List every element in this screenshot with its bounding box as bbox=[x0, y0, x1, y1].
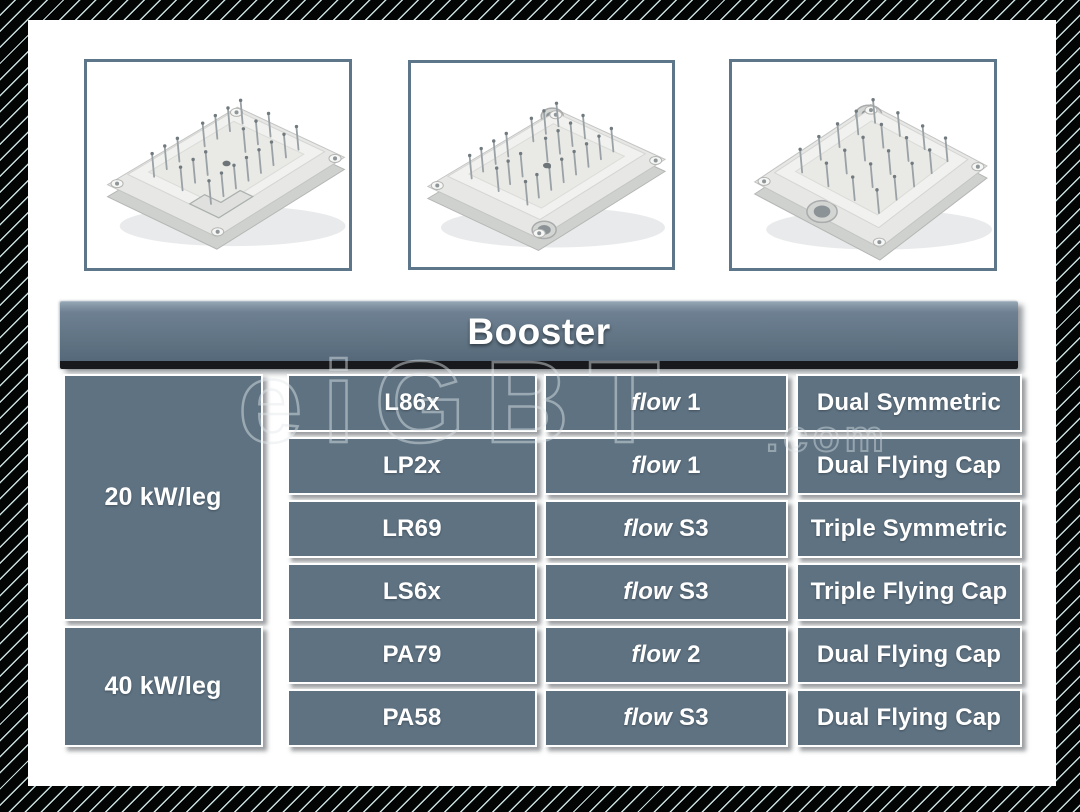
flow-value: S3 bbox=[679, 578, 709, 605]
flow-word: flow bbox=[623, 578, 673, 605]
topology-cell: Dual Flying Cap bbox=[796, 689, 1022, 747]
power-module-render-2 bbox=[426, 101, 667, 252]
flow-value: 1 bbox=[687, 452, 701, 479]
flow-word: flow bbox=[623, 515, 673, 542]
flow-word: flow bbox=[631, 641, 681, 668]
flow-value: S3 bbox=[679, 704, 709, 731]
flow-word: flow bbox=[631, 452, 681, 479]
topology-cell: Dual Flying Cap bbox=[796, 437, 1022, 495]
flow-value: 2 bbox=[687, 641, 701, 668]
topology-cell: Dual Flying Cap bbox=[796, 626, 1022, 684]
product-image-frame-3 bbox=[729, 59, 997, 271]
flow-value: S3 bbox=[679, 515, 709, 542]
header-bar: Booster bbox=[60, 301, 1018, 369]
flow-word: flow bbox=[623, 704, 673, 731]
code-cell: PA79 bbox=[287, 626, 537, 684]
code-cell: PA58 bbox=[287, 689, 537, 747]
code-cell: LS6x bbox=[287, 563, 537, 621]
code-cell: LP2x bbox=[287, 437, 537, 495]
product-image-frame-2 bbox=[408, 60, 675, 270]
flow-word: flow bbox=[631, 389, 681, 416]
group-label-cell: 40 kW/leg bbox=[63, 626, 263, 747]
topology-cell: Dual Symmetric bbox=[796, 374, 1022, 432]
code-cell: LR69 bbox=[287, 500, 537, 558]
group-label-cell: 20 kW/leg bbox=[63, 374, 263, 621]
product-image-frame-1 bbox=[84, 59, 352, 271]
topology-cell: Triple Flying Cap bbox=[796, 563, 1022, 621]
header-title: Booster bbox=[467, 310, 611, 352]
power-module-render-1 bbox=[106, 98, 346, 250]
power-module-render-3 bbox=[753, 98, 992, 261]
topology-cell: Triple Symmetric bbox=[796, 500, 1022, 558]
flow-value: 1 bbox=[687, 389, 701, 416]
code-cell: L86x bbox=[287, 374, 537, 432]
